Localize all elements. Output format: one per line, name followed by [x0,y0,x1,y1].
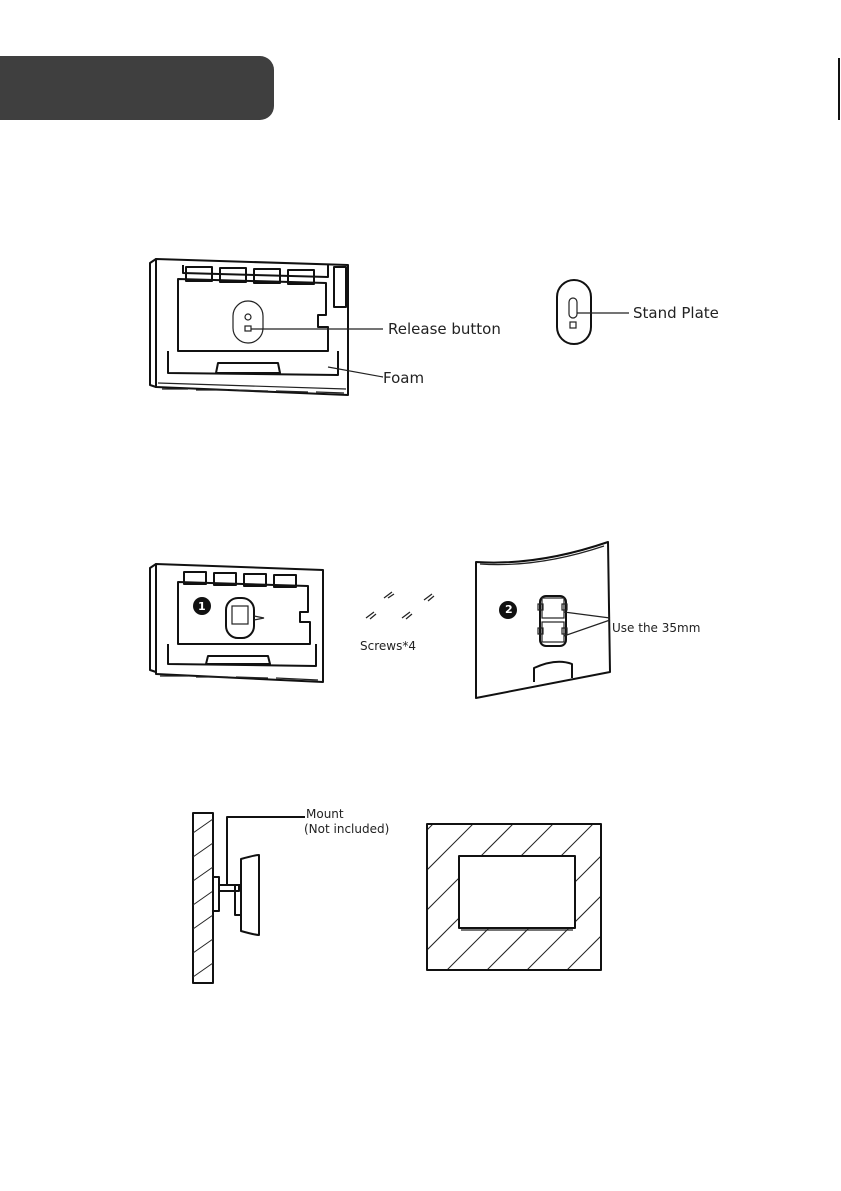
foam-label: Foam [383,369,424,387]
wall-mount-side-figure [185,805,285,985]
release-button-label: Release button [388,320,501,338]
stand-plate-label: Stand Plate [633,304,719,322]
page-edge-mark [838,58,840,120]
stand-plate-figure [555,278,635,348]
not-included-label: (Not included) [304,822,389,836]
use-35mm-label: Use the 35mm [612,621,700,635]
screws-label: Screws*4 [360,639,416,653]
foam-packaging-figure [148,255,358,400]
wall-mount-front-figure [425,822,605,974]
mount-label: Mount [306,807,344,821]
screws-figure [362,588,442,628]
foam-with-plate-figure [148,560,328,685]
section-header-tab [0,56,274,120]
step-1-number: 1 [198,600,206,613]
step-2-number: 2 [505,603,513,616]
